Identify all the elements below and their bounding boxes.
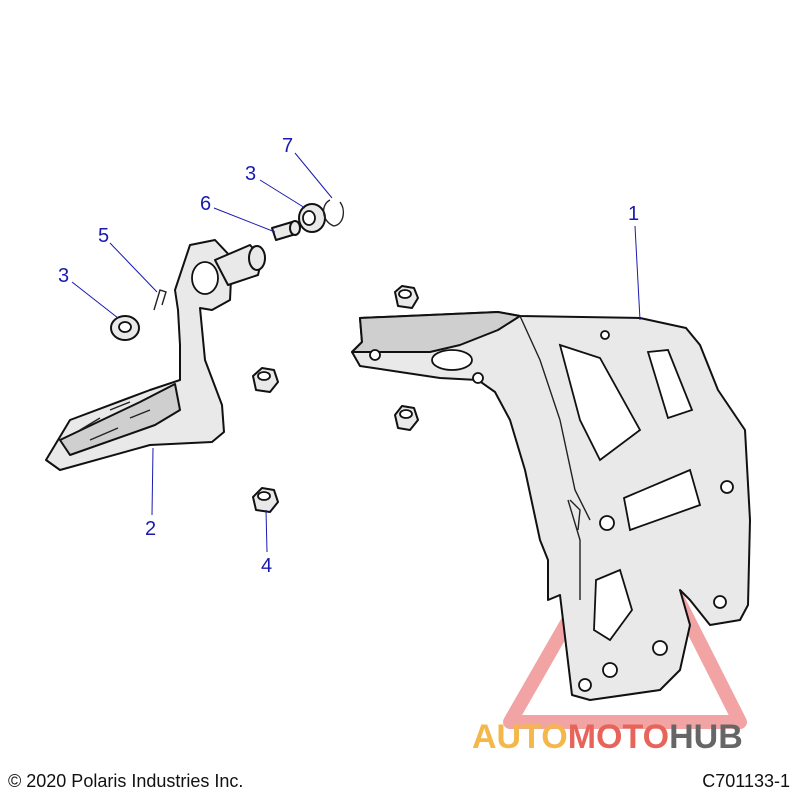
- part-3-bushing-left: [110, 315, 140, 341]
- callout-2: 2: [145, 518, 156, 540]
- callout-3-top: 3: [245, 163, 256, 185]
- callout-1: 1: [628, 203, 639, 225]
- copyright-notice: © 2020 Polaris Industries Inc.: [8, 771, 244, 791]
- callout-7: 7: [282, 135, 293, 157]
- callout-4: 4: [261, 555, 272, 577]
- leader-lines: [71, 152, 641, 553]
- part-5-clip: [153, 289, 167, 311]
- part-4-nuts: [252, 285, 419, 513]
- callout-6: 6: [200, 193, 211, 215]
- watermark-hub: HUB: [669, 718, 743, 756]
- watermark-text: AUTOMOTOHUB: [472, 718, 743, 756]
- watermark-moto: MOTO: [568, 718, 669, 756]
- part-2-pedal: [45, 239, 266, 471]
- watermark-logo: AUTOMOTOHUB: [472, 718, 743, 756]
- callout-3-left: 3: [58, 265, 69, 287]
- part-6-pin: [271, 220, 301, 241]
- callout-5: 5: [98, 225, 109, 247]
- figure-code: C701133-1: [702, 771, 790, 791]
- part-7-e-clip: [323, 199, 345, 227]
- watermark-auto: AUTO: [472, 718, 568, 756]
- part-1-mounting-bracket: [351, 311, 751, 701]
- part-3-bushing-top: [298, 203, 326, 233]
